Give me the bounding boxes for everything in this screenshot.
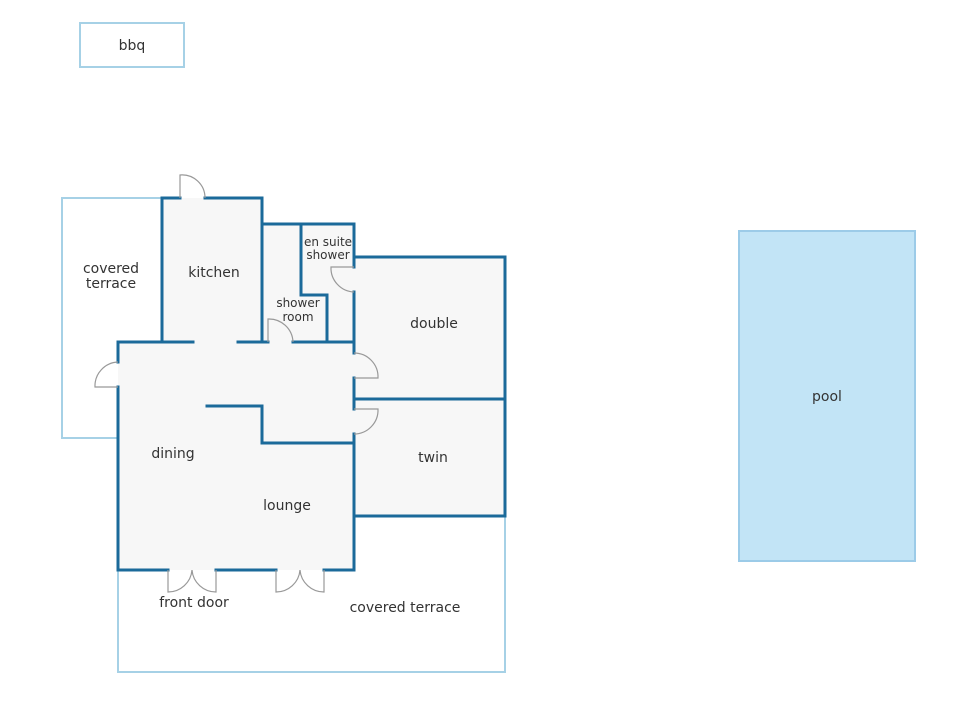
floor-area bbox=[118, 198, 505, 570]
bbq-outline bbox=[79, 22, 185, 68]
en-suite-label-line1: en suite bbox=[304, 235, 352, 249]
walls bbox=[116, 196, 507, 572]
en-suite-label-line2: shower bbox=[306, 248, 349, 262]
twin-label: twin bbox=[418, 450, 448, 466]
double-label: double bbox=[410, 316, 458, 332]
shower-room-door bbox=[267, 318, 294, 343]
doors bbox=[94, 174, 379, 593]
covered-terrace-bottom-outline bbox=[117, 516, 506, 673]
kitchen-label: kitchen bbox=[188, 265, 240, 281]
bbq-label: bbq bbox=[119, 38, 146, 54]
dining-label: dining bbox=[151, 446, 194, 462]
shower-room-label-line1: shower bbox=[276, 296, 319, 310]
front-door-left-leaf bbox=[167, 569, 193, 593]
kitchen-back-door bbox=[179, 174, 206, 199]
shower-room-label-line2: room bbox=[282, 310, 313, 324]
double-bedroom-door bbox=[353, 352, 379, 379]
covered-terrace-bottom-label: covered terrace bbox=[350, 600, 461, 616]
covered-terrace-left-label-line2: terrace bbox=[86, 276, 136, 292]
lounge-door-left-leaf bbox=[275, 569, 301, 593]
dining-side-door bbox=[94, 361, 119, 388]
twin-bedroom-door bbox=[353, 408, 379, 435]
covered-terrace-left-outline bbox=[61, 197, 162, 439]
pool bbox=[738, 230, 916, 562]
front-door-right-leaf bbox=[191, 569, 217, 593]
lounge-door-right-leaf bbox=[299, 569, 325, 593]
covered-terrace-left-label-line1: covered bbox=[83, 261, 139, 277]
en-suite-door bbox=[330, 266, 355, 293]
front-door-label: front door bbox=[159, 595, 229, 611]
lounge-label: lounge bbox=[263, 498, 311, 514]
pool-label: pool bbox=[812, 389, 842, 405]
